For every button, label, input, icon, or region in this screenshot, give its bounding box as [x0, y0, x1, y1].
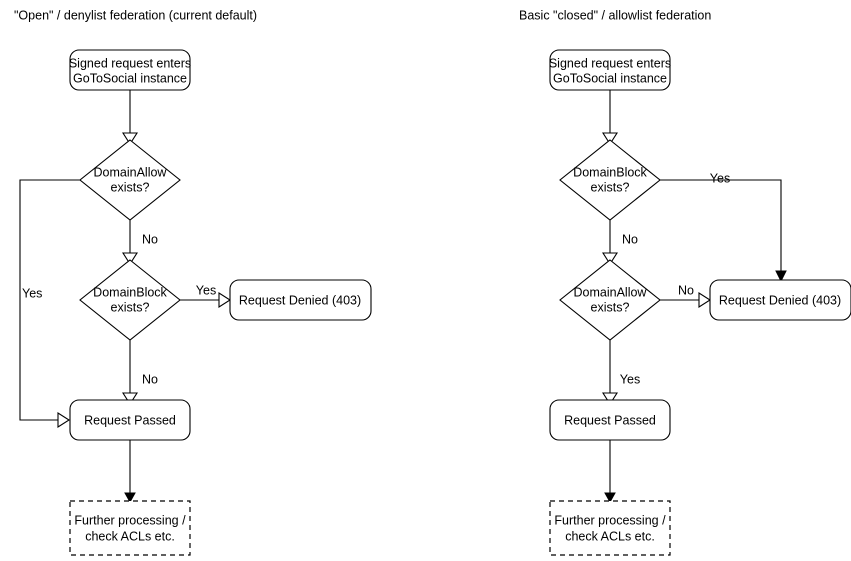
left-arrowhead-block: [121, 252, 139, 266]
right-edge-label-block-no: No: [622, 232, 638, 246]
right-arrowhead-denied-from-block: [775, 270, 787, 283]
right-arrowhead-further: [604, 492, 616, 504]
left-panel-title: "Open" / denylist federation (current de…: [14, 8, 257, 22]
right-further-processing-line2: check ACLs etc.: [565, 529, 655, 543]
right-decision-domainblock-line2: exists?: [591, 180, 630, 194]
right-further-processing-line1: Further processing /: [554, 513, 666, 527]
right-arrowhead-denied-from-allow: [698, 291, 712, 309]
left-edge-label-block-no: No: [142, 372, 158, 386]
right-request-passed-label: Request Passed: [564, 413, 656, 427]
right-decision-domainallow-line2: exists?: [591, 300, 630, 314]
left-request-denied-node: [229, 279, 372, 321]
left-arrowhead-passed-from-allow: [57, 411, 71, 429]
left-request-denied-label: Request Denied (403): [239, 293, 361, 307]
left-start-node-line2: GoToSocial instance: [73, 71, 187, 85]
left-request-passed-label: Request Passed: [84, 413, 176, 427]
left-edge-allow-yes: [19, 179, 80, 421]
right-request-denied-label: Request Denied (403): [719, 293, 841, 307]
right-further-processing-node: [549, 500, 671, 556]
right-edge-label-block-yes: Yes: [710, 171, 730, 185]
left-arrowhead-denied: [218, 291, 232, 309]
right-start-node-line1: Signed request enters: [549, 56, 671, 70]
left-further-processing-line2: check ACLs etc.: [85, 529, 175, 543]
right-arrowhead-passed: [601, 392, 619, 406]
left-start-node-line1: Signed request enters: [69, 56, 191, 70]
left-arrowhead-further: [124, 492, 136, 504]
right-edge-label-allow-no: No: [678, 283, 694, 297]
left-edge-label-block-yes: Yes: [196, 283, 216, 297]
left-further-processing-node: [69, 500, 191, 556]
right-arrowhead-allow: [601, 252, 619, 266]
right-decision-domainblock-line1: DomainBlock: [573, 165, 647, 179]
left-decision-domainblock-line2: exists?: [111, 300, 150, 314]
right-arrowhead-block: [601, 132, 619, 146]
right-decision-domainallow-line1: DomainAllow: [574, 285, 648, 299]
left-decision-domainallow-line1: DomainAllow: [94, 165, 168, 179]
right-request-denied-node: [709, 279, 851, 321]
left-arrowhead-passed-from-block: [121, 392, 139, 406]
left-decision-domainallow-line2: exists?: [111, 180, 150, 194]
right-edge-label-allow-yes: Yes: [620, 372, 640, 386]
right-edge-block-yes: [660, 179, 782, 272]
right-panel-title: Basic "closed" / allowlist federation: [519, 8, 711, 22]
right-start-node-line2: GoToSocial instance: [553, 71, 667, 85]
left-decision-domainblock-line1: DomainBlock: [93, 285, 167, 299]
left-edge-label-allow-yes: Yes: [22, 286, 42, 300]
left-arrowhead-allow: [121, 132, 139, 146]
left-edge-label-allow-no: No: [142, 232, 158, 246]
left-further-processing-line1: Further processing /: [74, 513, 186, 527]
